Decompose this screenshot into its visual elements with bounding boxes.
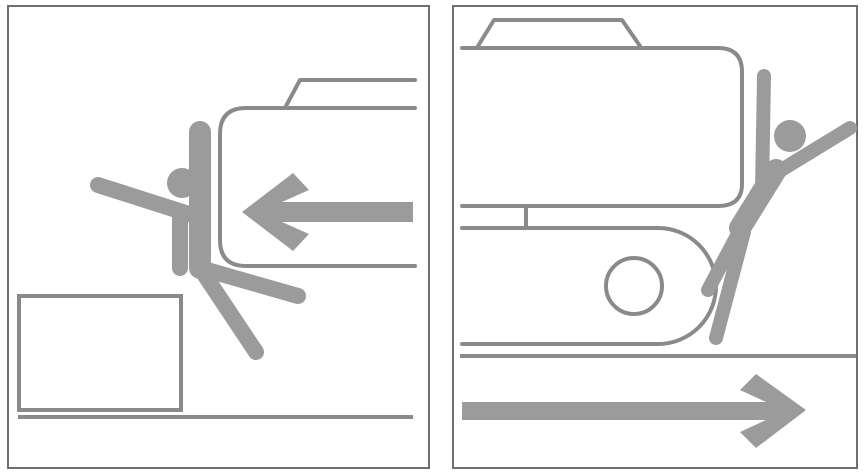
- right-panel-frame: [453, 6, 857, 468]
- right-panel: [453, 6, 857, 468]
- left-panel: [8, 6, 429, 468]
- crate-icon: [19, 296, 181, 410]
- wheel-icon: [606, 258, 662, 314]
